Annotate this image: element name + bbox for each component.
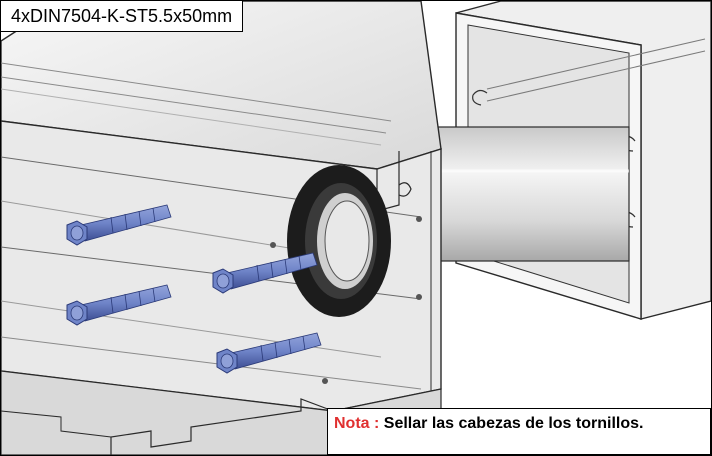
note-text: Sellar las cabezas de los tornillos. <box>383 415 644 432</box>
note-box: Nota : Sellar las cabezas de los tornill… <box>327 408 711 455</box>
part-label: 4xDIN7504-K-ST5.5x50mm <box>1 1 244 32</box>
screw-3 <box>212 252 318 294</box>
note-prefix: Nota : <box>334 415 380 432</box>
screw-1 <box>66 204 172 246</box>
screw-icon <box>66 204 322 374</box>
main-profile <box>1 1 442 455</box>
seal-ring-icon <box>287 165 391 317</box>
screw-4 <box>216 332 322 374</box>
screw-2 <box>66 284 172 326</box>
